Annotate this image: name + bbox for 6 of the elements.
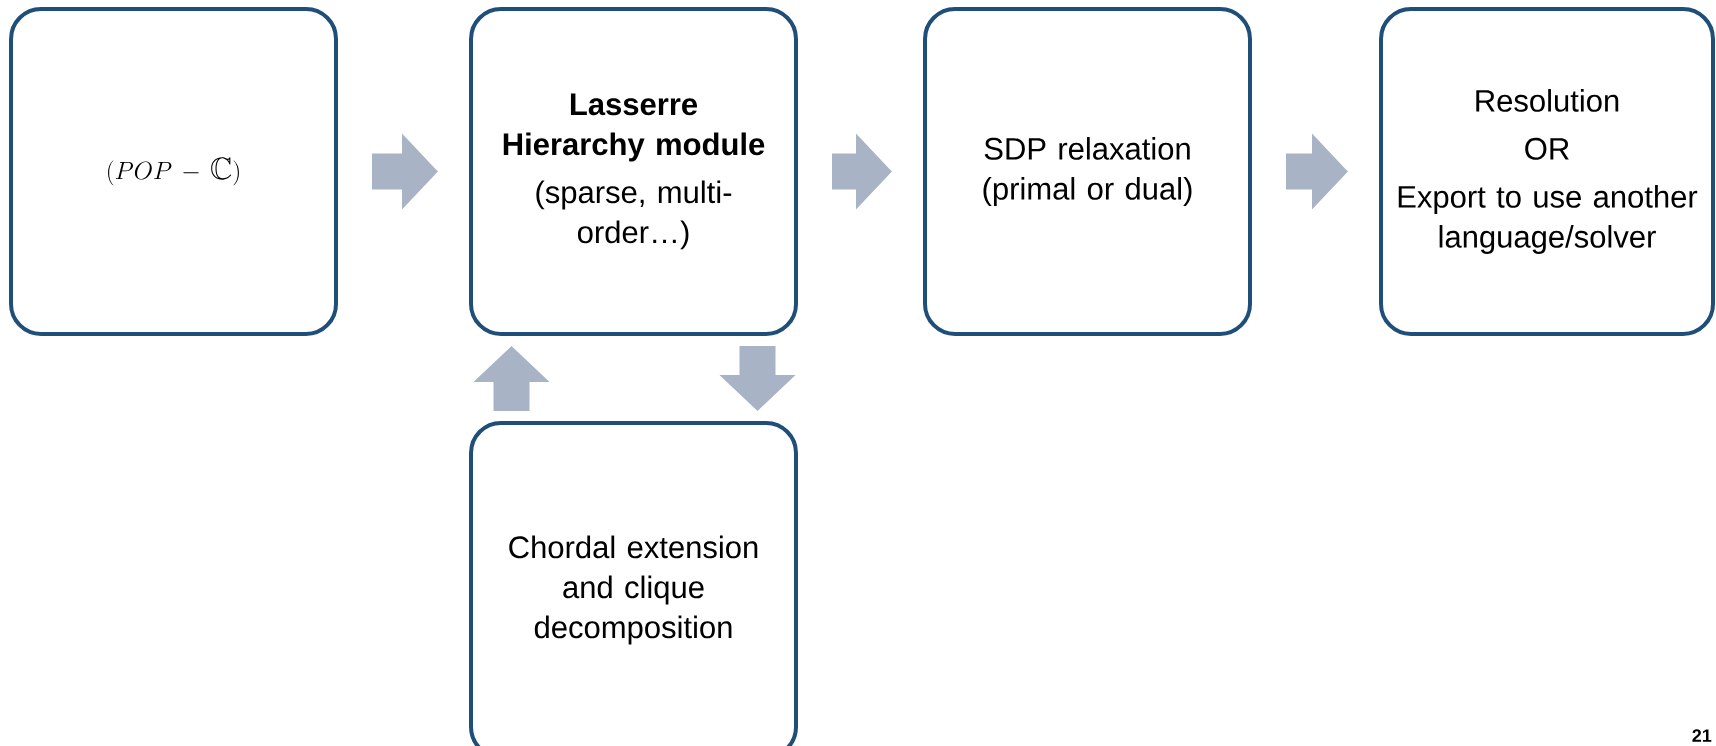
process-box: Lasserre Hierarchy module (sparse, multi-order…) xyxy=(469,7,798,336)
process-box: Chordal extension and clique decomposition xyxy=(469,421,798,746)
process-box: $(POP - \mathbb{C})$ xyxy=(9,7,338,336)
page-number: 21 xyxy=(1692,729,1712,742)
process-box: Resolution OR Export to use another language/solver xyxy=(1379,7,1715,336)
process-box: SDP relaxation (primal or dual) xyxy=(923,7,1252,336)
